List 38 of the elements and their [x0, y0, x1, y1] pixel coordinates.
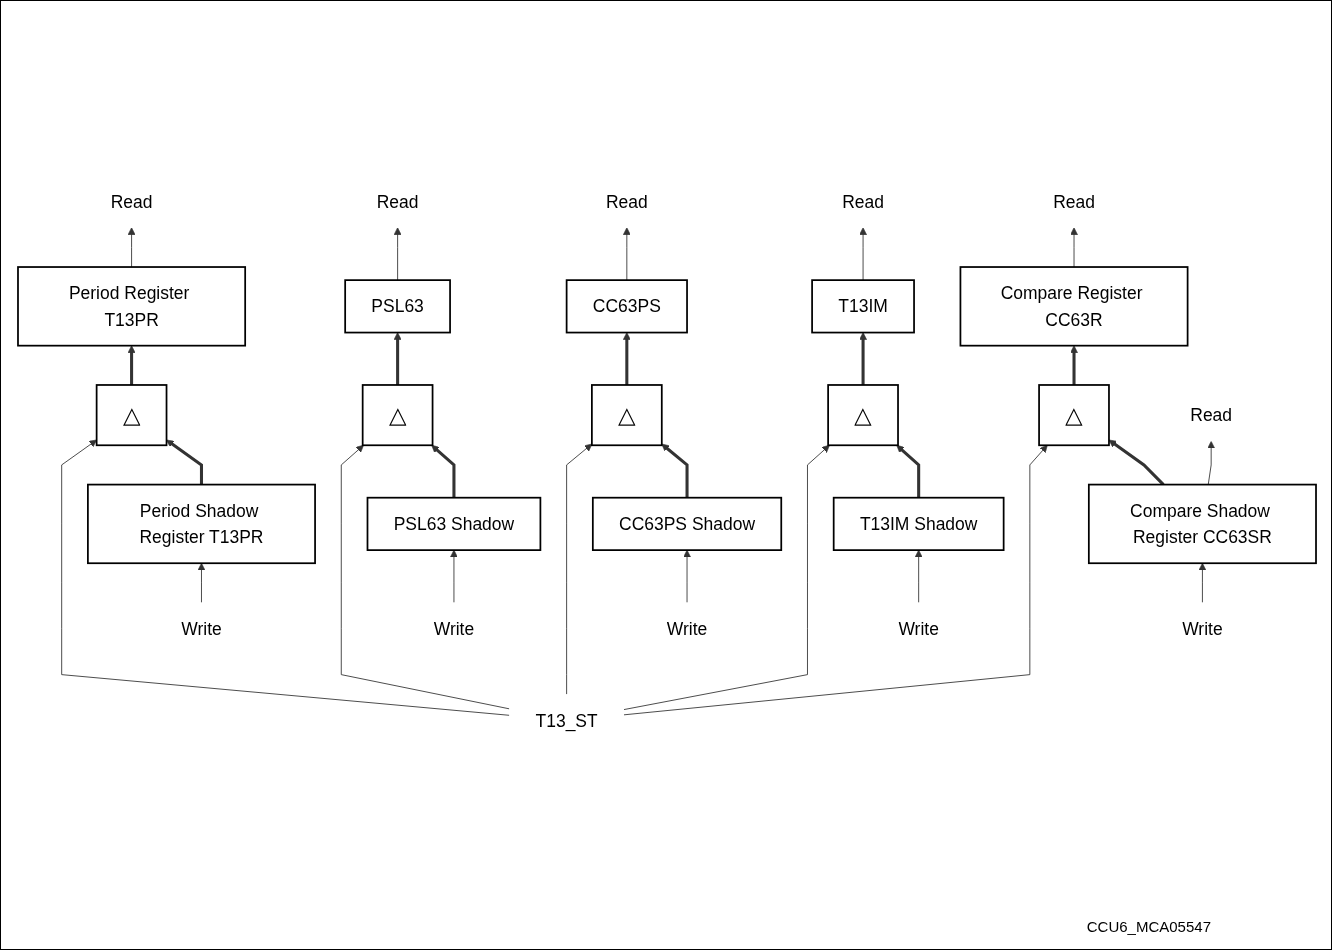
node-text: Write	[433, 619, 475, 639]
arrow	[127, 345, 136, 385]
node-box: △	[95, 384, 168, 447]
node-box: △	[827, 384, 899, 447]
arrow	[661, 443, 689, 498]
node-text: Write	[666, 619, 708, 639]
arrow	[166, 439, 203, 485]
node-box: T13IM Shadow	[832, 496, 1005, 551]
arrow	[623, 332, 631, 385]
node-text: Read	[842, 191, 884, 212]
node-text: T13_ST	[535, 710, 598, 731]
arrow	[896, 444, 921, 498]
node-text: Read	[605, 191, 648, 212]
node-box: PSL63	[344, 279, 451, 334]
node-box: △	[1038, 384, 1110, 447]
node-box: Compare Shadow Register CC63SR	[1087, 483, 1317, 565]
node-box: △	[591, 384, 663, 447]
arrow	[431, 444, 456, 498]
arrow	[1070, 345, 1078, 385]
node-box: CC63PS	[565, 279, 688, 334]
node-text: Write	[181, 619, 222, 639]
node-box: T13IM	[811, 279, 915, 334]
node-box: Period Register T13PR	[17, 266, 247, 347]
node-text: Read	[376, 191, 419, 212]
figure-id: CCU6_MCA05547	[1086, 918, 1211, 935]
node-text: Read	[1190, 405, 1233, 425]
node-text: Read	[110, 191, 153, 212]
arrow	[393, 332, 402, 385]
node-text: Read	[1053, 191, 1095, 212]
node-box: PSL63 Shadow	[366, 496, 542, 551]
node-box: △	[361, 384, 434, 447]
arrow	[1108, 439, 1165, 486]
node-box: Compare Register CC63R	[959, 266, 1189, 347]
arrow	[859, 332, 867, 385]
node-box: Period Shadow Register T13PR	[87, 483, 316, 565]
node-text: Write	[898, 619, 939, 639]
node-box: CC63PS Shadow	[591, 496, 783, 551]
node-text: Write	[1182, 619, 1223, 639]
